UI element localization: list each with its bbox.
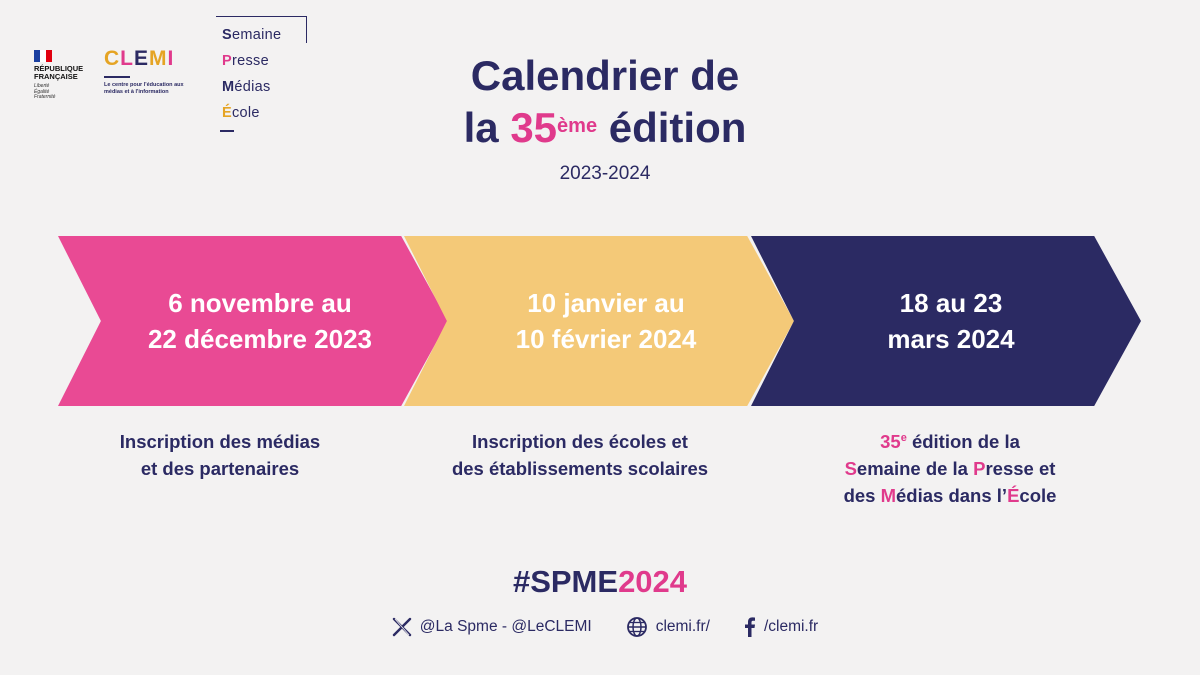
facebook-link[interactable]: /clemi.fr	[744, 617, 818, 637]
step-2-arrow: 10 janvier au 10 février 2024	[404, 236, 794, 406]
social-footer: @La Spme - @LeCLEMI clemi.fr/ /clemi.fr	[335, 616, 875, 638]
step-3-arrow: 18 au 23 mars 2024	[751, 236, 1141, 406]
edition-number: 35	[510, 104, 558, 151]
website-url: clemi.fr/	[655, 618, 710, 635]
step-2-dates: 10 janvier au 10 février 2024	[515, 288, 697, 354]
facebook-handle: /clemi.fr	[763, 618, 819, 635]
rf-name: RÉPUBLIQUE FRANÇAISE	[34, 64, 84, 81]
step-3-description: 35e édition de la Semaine de la Presse e…	[843, 431, 1057, 506]
title-line-2: la 35ème édition	[463, 104, 747, 151]
twitter-handles: @La Spme - @LeCLEMI	[419, 618, 592, 635]
step-2-description: Inscription des écoles et des établissem…	[451, 431, 709, 479]
clemi-tagline: Le centre pour l'éducation aux médias et…	[104, 82, 184, 95]
french-flag-icon	[34, 50, 52, 62]
spme-line-ecole: École	[222, 105, 260, 121]
website-link[interactable]: clemi.fr/	[626, 616, 710, 638]
step-1-dates: 6 novembre au 22 décembre 2023	[147, 288, 373, 354]
spme-logo: Semaine Presse Médias École	[216, 16, 312, 132]
x-twitter-icon	[392, 617, 411, 637]
step-1-description: Inscription des médias et des partenaire…	[119, 431, 321, 479]
step-3-dates: 18 au 23 mars 2024	[887, 288, 1015, 354]
clemi-logo: CLEMI Le centre pour l'éducation aux méd…	[104, 48, 214, 95]
edition-years: 2023-2024	[559, 163, 651, 184]
spme-underline	[220, 130, 234, 132]
title-line-1: Calendrier de	[470, 52, 740, 99]
globe-icon	[626, 617, 647, 637]
step-1-arrow: 6 novembre au 22 décembre 2023	[58, 236, 448, 406]
page-title: Calendrier de la 35ème édition 2023-2024	[360, 50, 850, 186]
spme-line-semaine: Semaine	[222, 27, 282, 43]
spme-frame	[216, 16, 307, 43]
edition-suffix: ème	[557, 115, 598, 137]
clemi-divider	[104, 76, 130, 78]
republique-francaise-logo: RÉPUBLIQUE FRANÇAISE Liberté Égalité Fra…	[34, 50, 94, 101]
facebook-icon	[744, 617, 755, 637]
twitter-link[interactable]: @La Spme - @LeCLEMI	[392, 617, 592, 637]
hashtag: #SPME2024	[512, 564, 688, 599]
spme-line-presse: Presse	[222, 53, 269, 69]
rf-motto: Liberté Égalité Fraternité	[34, 83, 56, 100]
clemi-wordmark: CLEMI	[104, 47, 175, 70]
spme-line-medias: Médias	[222, 79, 271, 95]
